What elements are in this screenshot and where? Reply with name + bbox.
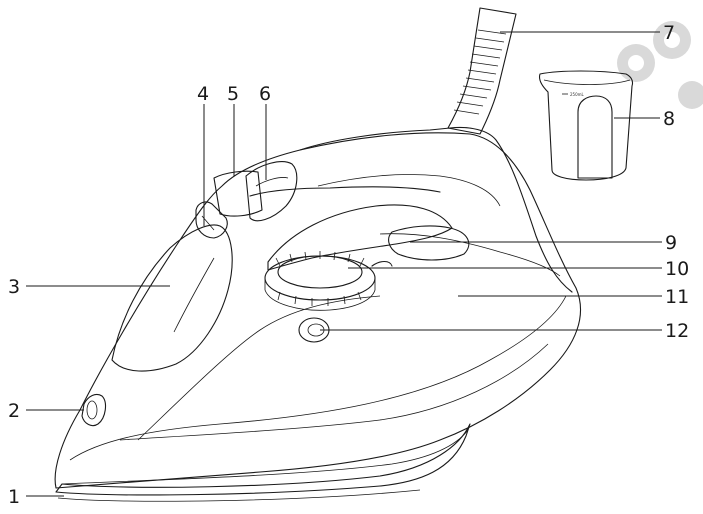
steam-burst-button: [388, 225, 470, 261]
callout-2: 2: [8, 400, 20, 422]
callout-9: 9: [665, 232, 677, 254]
handle-opening: [267, 204, 453, 271]
iron-body: [54, 126, 581, 502]
self-clean-button: [245, 161, 298, 222]
callout-5: 5: [227, 83, 239, 105]
water-tank-window: [111, 224, 233, 372]
outer-shell: [54, 132, 581, 489]
steam-control-slider: [213, 170, 263, 217]
callout-3: 3: [8, 276, 20, 298]
callout-8: 8: [663, 108, 675, 130]
power-cord: [447, 7, 517, 135]
callout-7: 7: [663, 22, 675, 44]
cup-capacity-mark: 250mL: [570, 92, 585, 97]
callout-6: 6: [259, 83, 271, 105]
leader-lines: [26, 31, 662, 497]
callout-4: 4: [197, 83, 209, 105]
temperature-dial: [264, 251, 393, 311]
callout-numbers: 1 2 3 4 5 6 7 8 9 10 11 12: [8, 22, 689, 508]
callout-1: 1: [8, 486, 20, 508]
callout-11: 11: [665, 286, 689, 308]
spray-button: [195, 201, 228, 239]
handle: [299, 126, 573, 293]
spray-nozzle: [81, 393, 107, 427]
callout-12: 12: [665, 320, 689, 342]
callout-10: 10: [665, 258, 689, 280]
measuring-cup: 250mL: [538, 70, 634, 181]
soleplate: [55, 423, 471, 496]
